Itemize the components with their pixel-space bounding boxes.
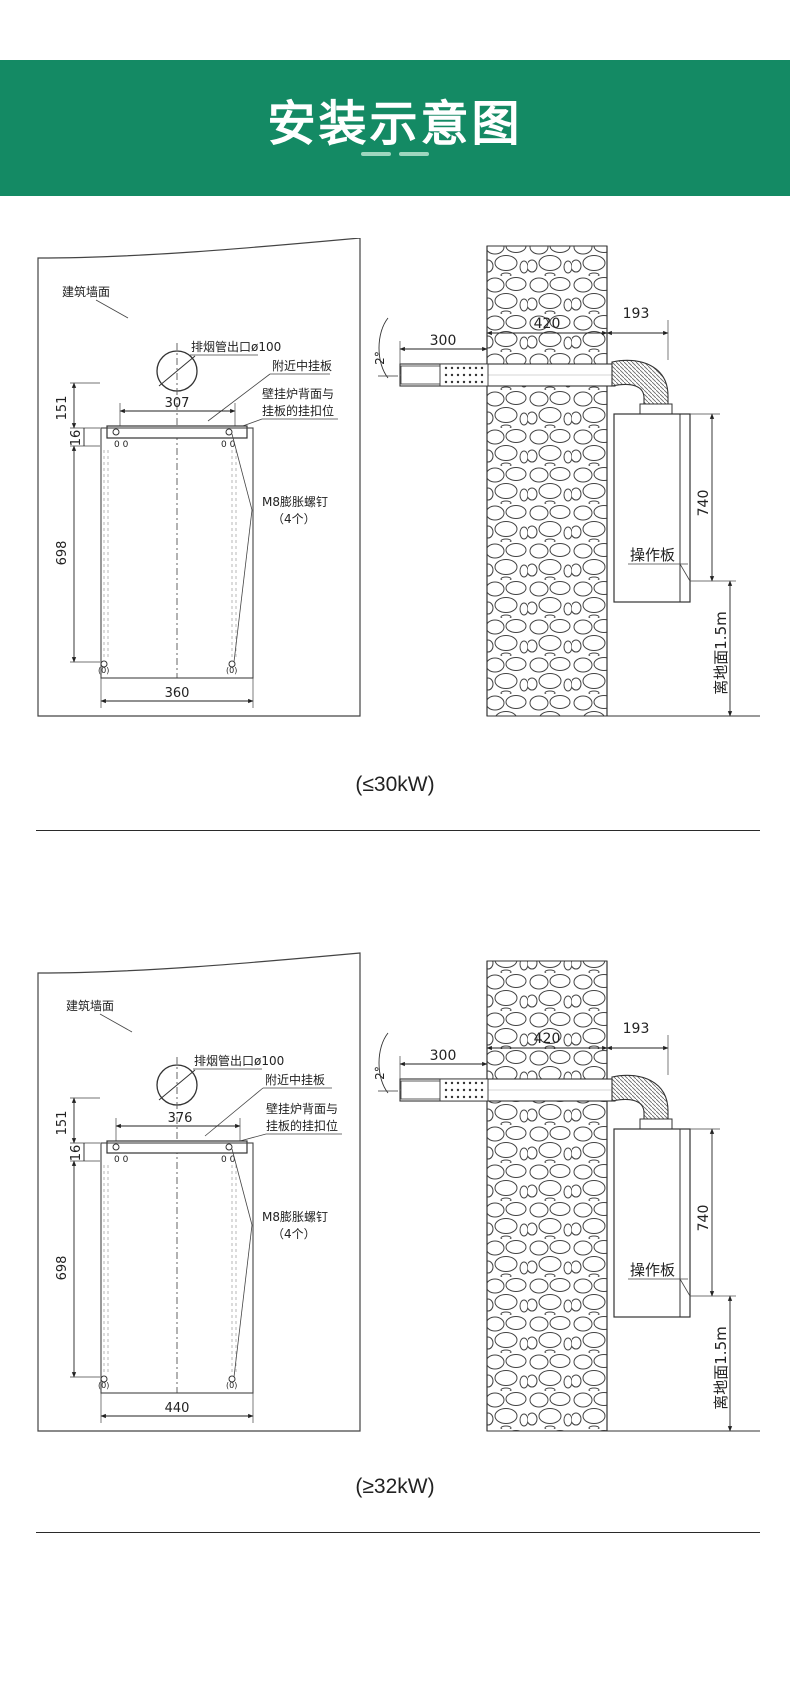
- bracket-label: 附近中挂板: [272, 358, 332, 373]
- page-title: 安装示意图: [267, 96, 523, 152]
- flue-outlet-label: 排烟管出口ø100: [191, 339, 281, 354]
- dim-151: 151: [55, 396, 70, 421]
- hook-label-line2: 挂板的挂扣位: [262, 403, 334, 418]
- flue-outlet-label: 排烟管出口ø100: [194, 1053, 284, 1068]
- floor-height-label: 离地面1.5m: [712, 611, 730, 694]
- diagram-section-large: 建筑墙面 排烟管出口ø100 附近中挂板 壁挂炉背面与 挂板的挂扣位 376 0…: [0, 935, 790, 1575]
- dim-740: 740: [696, 490, 712, 517]
- section-divider: [36, 1532, 760, 1533]
- dim-420: 420: [534, 316, 561, 332]
- svg-text:(0): (0): [98, 1381, 109, 1390]
- flue-elbow: [611, 1074, 669, 1124]
- hanging-bracket: [106, 425, 248, 439]
- dim-193: 193: [623, 306, 650, 322]
- dim-151: 151: [55, 1111, 70, 1136]
- installation-diagram: 建筑墙面 排烟管出口ø100 附近中挂板 壁挂炉背面与 挂板的挂扣位 376 0…: [37, 952, 760, 1432]
- svg-text:0 0: 0 0: [221, 440, 236, 450]
- section-divider: [36, 830, 760, 831]
- screw-label-line1: M8膨胀螺钉: [262, 495, 328, 509]
- installation-diagram: 建筑墙面 排烟管出口ø100 附近中挂板 壁挂炉背面与 挂板的挂扣位 307 0…: [37, 238, 760, 717]
- svg-text:(0): (0): [98, 666, 109, 675]
- svg-text:0 0: 0 0: [114, 440, 129, 450]
- screw-label-line1: M8膨胀螺钉: [262, 1210, 328, 1224]
- wall-sheet: [37, 952, 361, 1432]
- floor-height-label: 离地面1.5m: [712, 1326, 730, 1409]
- section-caption: (≤30kW): [355, 773, 435, 796]
- page-header: 安装示意图: [0, 60, 790, 196]
- boiler-outline: [100, 1142, 254, 1394]
- dim-bottom-width: 360: [165, 686, 190, 701]
- title-decoration: [361, 152, 429, 156]
- wall-label: 建筑墙面: [62, 284, 110, 299]
- boiler-side-body: [613, 1128, 691, 1318]
- boiler-outline: [100, 427, 254, 679]
- panel-label: 操作板: [630, 546, 675, 564]
- hanging-bracket: [106, 1140, 248, 1154]
- screw-label-line2: （4个）: [272, 512, 316, 526]
- wall-label: 建筑墙面: [66, 998, 114, 1013]
- dim-16: 16: [69, 1145, 84, 1162]
- slope-label: 2°: [373, 1066, 387, 1080]
- flue-elbow: [611, 359, 669, 409]
- dim-top-width: 307: [165, 396, 190, 411]
- dim-740: 740: [696, 1205, 712, 1232]
- slope-label: 2°: [373, 351, 387, 365]
- dim-193: 193: [623, 1021, 650, 1037]
- svg-text:0 0: 0 0: [114, 1155, 129, 1165]
- masonry-wall: [486, 960, 608, 1432]
- bracket-label: 附近中挂板: [265, 1072, 325, 1087]
- hook-label-line1: 壁挂炉背面与: [266, 1101, 338, 1116]
- hook-label-line2: 挂板的挂扣位: [266, 1118, 338, 1133]
- dim-300: 300: [430, 333, 457, 349]
- diagram-section-small: 建筑墙面 排烟管出口ø100 附近中挂板 壁挂炉背面与 挂板的挂扣位 307 0…: [0, 238, 790, 868]
- dim-16: 16: [69, 430, 84, 447]
- svg-text:(0): (0): [226, 1381, 237, 1390]
- dim-top-width: 376: [168, 1111, 193, 1126]
- svg-text:(0): (0): [226, 666, 237, 675]
- dim-698: 698: [55, 1256, 70, 1281]
- masonry-wall: [486, 245, 608, 717]
- svg-text:0 0: 0 0: [221, 1155, 236, 1165]
- dim-698: 698: [55, 541, 70, 566]
- hook-label-line1: 壁挂炉背面与: [262, 386, 334, 401]
- dim-bottom-width: 440: [165, 1401, 190, 1416]
- dim-300: 300: [430, 1048, 457, 1064]
- wall-sheet: [37, 238, 361, 717]
- dim-420: 420: [534, 1031, 561, 1047]
- screw-label-line2: （4个）: [272, 1227, 316, 1241]
- section-caption: (≥32kW): [355, 1475, 435, 1498]
- boiler-side-body: [613, 413, 691, 603]
- panel-label: 操作板: [630, 1261, 675, 1279]
